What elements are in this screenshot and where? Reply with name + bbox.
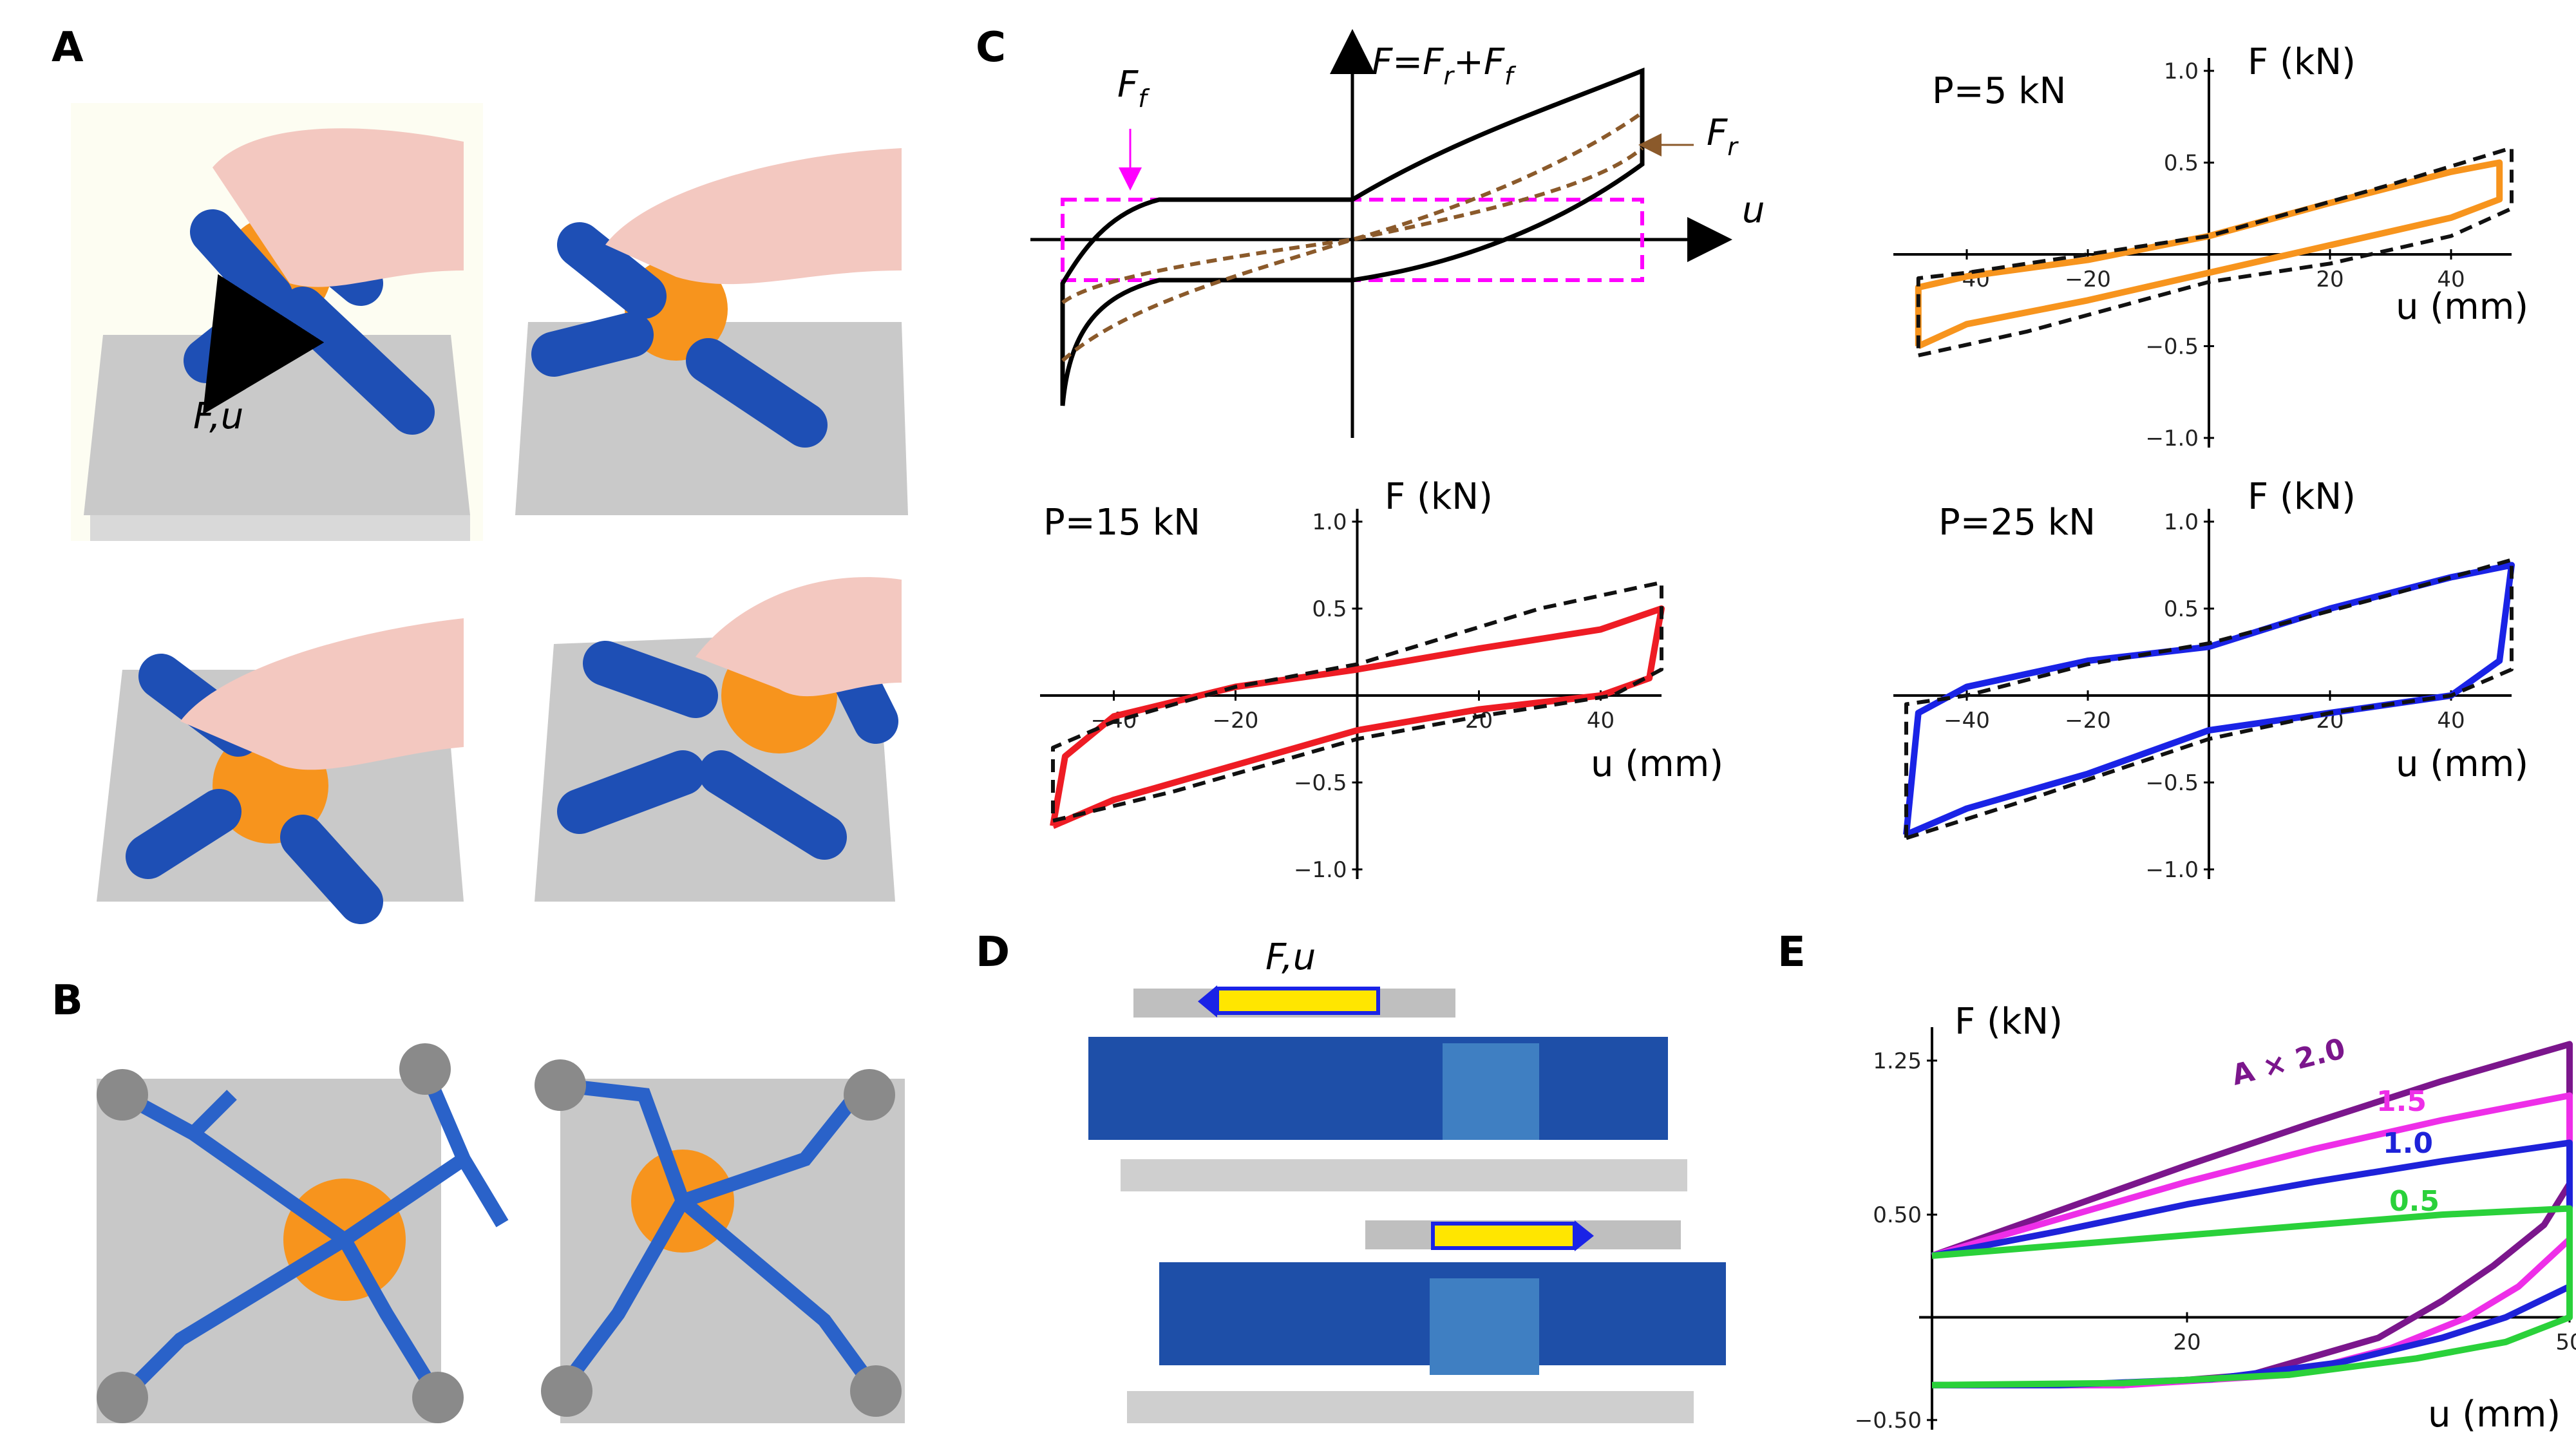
x-tick-label: −20	[2065, 708, 2111, 734]
load-annotation: P=25 kN	[1938, 502, 2096, 544]
y-tick-label: 0.50	[1873, 1202, 1922, 1228]
y-axis-label: F (kN)	[2248, 41, 2356, 83]
y-axis-label: F (kN)	[2248, 476, 2356, 518]
y-axis-label: F (kN)	[1385, 476, 1493, 518]
photo-b2	[535, 1059, 905, 1423]
fr-label: Fr	[1707, 112, 1739, 161]
y-tick-label: 1.0	[1312, 509, 1347, 535]
x-axis-label: u (mm)	[2396, 743, 2528, 785]
legend-label: A × 2.0	[2228, 1032, 2349, 1092]
y-tick-label: −0.5	[2145, 770, 2199, 796]
load-annotation: P=5 kN	[1932, 70, 2066, 112]
x-tick-label: 40	[2437, 708, 2465, 734]
legend-label: 1.5	[2376, 1085, 2427, 1118]
y-tick-label: 1.0	[2164, 59, 2199, 84]
photo-d1: F,u	[1088, 936, 1687, 1191]
panel-label-c: C	[976, 24, 1006, 71]
photo-a2	[502, 103, 914, 541]
y-tick-label: 1.25	[1873, 1048, 1922, 1074]
x-tick-label: −20	[1213, 708, 1259, 734]
panel-label-a: A	[52, 24, 84, 71]
y-tick-label: −0.5	[1294, 770, 1347, 796]
panel-label-d: D	[976, 929, 1010, 976]
x-axis-label: u (mm)	[2428, 1394, 2561, 1435]
force-label-d: F,u	[1265, 936, 1316, 978]
chart-e: 20 50 1.25 0.50 −0.50 F (kN) u (mm) A × 2.0 1.5 1…	[1855, 1001, 2576, 1435]
y-tick-label: 0.5	[1312, 596, 1347, 622]
series-line	[1903, 562, 2515, 838]
legend-label: 0.5	[2389, 1185, 2439, 1218]
x-tick-label: 50	[2555, 1330, 2576, 1356]
photo-a4	[502, 567, 914, 927]
series-line	[1051, 580, 1663, 823]
x-axis-label: u (mm)	[2396, 286, 2528, 328]
panel-label-e: E	[1777, 929, 1806, 976]
x-tick-label: 20	[2316, 267, 2344, 292]
series-line	[1915, 159, 2503, 350]
panel-label-b: B	[52, 977, 83, 1025]
y-tick-label: −1.0	[1294, 857, 1347, 883]
x-tick-label: −40	[1944, 708, 1990, 734]
restoring-loop	[1061, 111, 1643, 363]
series-line	[1931, 1205, 2573, 1388]
y-tick-label: −1.0	[2145, 426, 2199, 451]
load-annotation: P=15 kN	[1043, 502, 1200, 544]
y-axis-label: F (kN)	[1955, 1001, 2063, 1043]
y-tick-label: −0.50	[1855, 1408, 1922, 1434]
y-tick-label: 0.5	[2164, 596, 2199, 622]
ff-label: Ff	[1117, 64, 1150, 113]
y-tick-label: −0.5	[2145, 334, 2199, 360]
photo-b1	[97, 1043, 509, 1423]
y-tick-label: 0.5	[2164, 151, 2199, 176]
y-tick-label: −1.0	[2145, 857, 2199, 883]
equation-label: F=Fr+Ff	[1372, 41, 1517, 90]
series-line	[1916, 146, 2514, 357]
x-tick-label: 40	[1587, 708, 1615, 734]
legend-label: 1.0	[2383, 1127, 2433, 1160]
y-tick-label: 1.0	[2164, 509, 2199, 535]
x-tick-label: 40	[2437, 267, 2465, 292]
x-tick-label: −20	[2065, 267, 2111, 292]
photo-a3	[71, 567, 483, 927]
x-axis-label: u (mm)	[1591, 743, 1723, 785]
force-label-a: F,u	[193, 395, 243, 437]
u-label: u	[1742, 189, 1765, 231]
x-tick-label: 20	[2173, 1330, 2201, 1356]
photo-a1: F,u	[71, 103, 483, 541]
total-loop	[1060, 67, 1645, 406]
schematic-hysteresis: Ff Fr F=Fr+Ff u	[1030, 29, 1765, 438]
series-line	[1904, 558, 2514, 840]
photo-d2	[1127, 1220, 1726, 1423]
